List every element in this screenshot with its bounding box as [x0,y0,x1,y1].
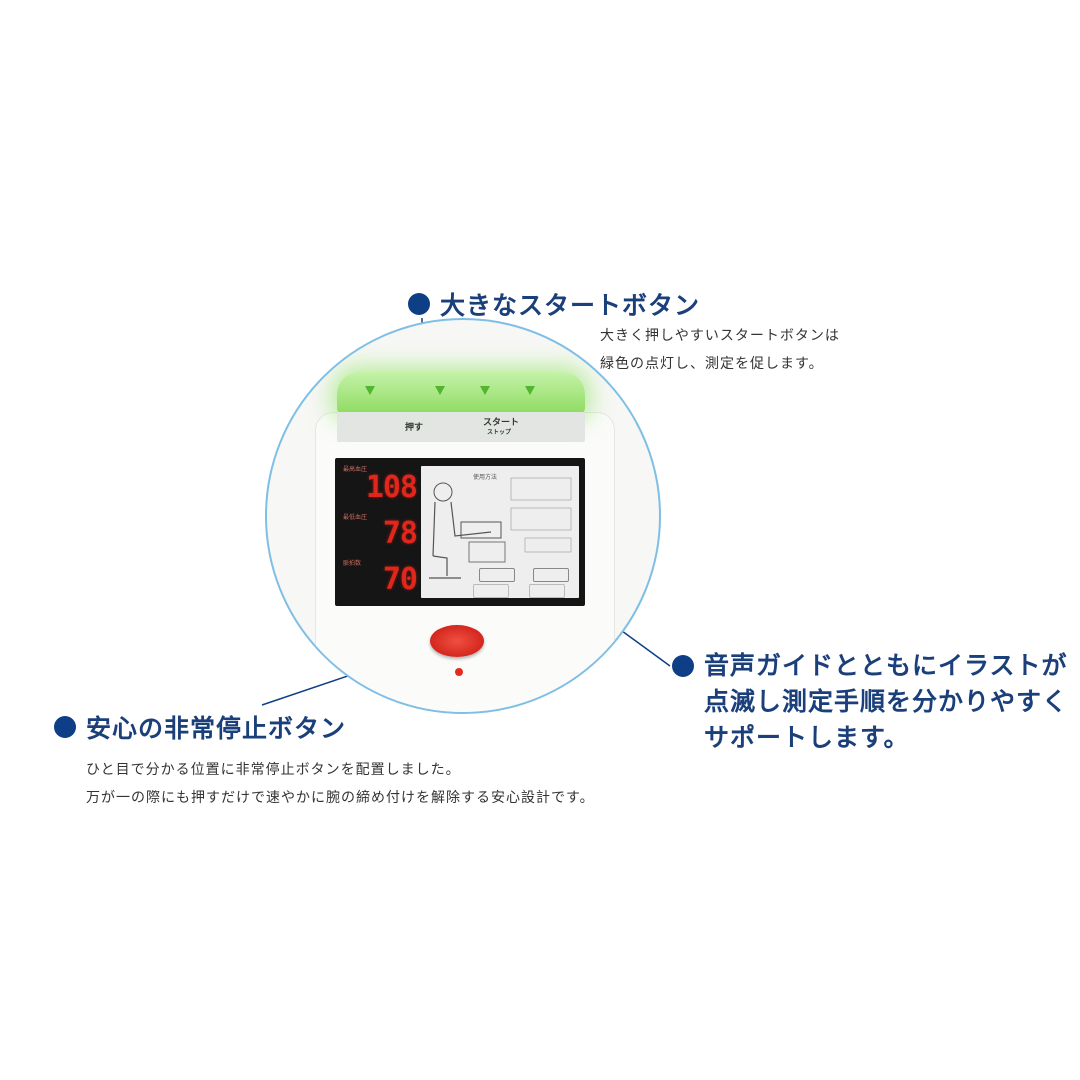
red-marker-icon [455,668,463,676]
stop-desc-line2: 万が一の際にも押すだけで速やかに腕の締め付けを解除する安心設計です。 [86,790,595,806]
arrow-down-icon [435,386,445,395]
arrow-down-icon [525,386,535,395]
emergency-stop-button [430,625,484,657]
start-button-title: 大きなスタートボタン [440,291,701,320]
start-button-heading: 大きなスタートボタン [408,286,700,322]
emergency-stop-title: 安心の非常停止ボタン [86,714,347,743]
voice-guide-heading: 音声ガイドとともにイラストが 点滅し測定手順を分かりやすく サポートします。 [672,648,1069,756]
pulse-label: 脈拍数 [343,560,362,567]
start-button-glow [337,372,585,414]
guide-mini-button [479,568,515,582]
device-screen: 最高血圧 108 最低血圧 78 脈拍数 70 使用方法 [335,458,585,606]
voice-guide-title-line3: サポートします。 [704,723,910,752]
pulse-value: 70 [382,562,418,597]
guide-illustration-icon [429,477,572,579]
emergency-stop-description: ひと目で分かる位置に非常停止ボタンを配置しました。 万が一の際にも押すだけで速や… [86,756,595,812]
diastolic-label: 最低血圧 [343,514,368,521]
guide-mini-button [473,584,509,598]
voice-guide-title-line1: 音声ガイドとともにイラストが [704,651,1068,680]
push-label: 押す [405,423,424,433]
stop-desc-line1: ひと目で分かる位置に非常停止ボタンを配置しました。 [86,762,461,778]
start-button-description: 大きく押しやすいスタートボタンは 緑色の点灯し、測定を促します。 [600,322,840,378]
readings-panel: 最高血圧 108 最低血圧 78 脈拍数 70 [339,464,419,602]
bullet-icon [672,655,694,677]
systolic-label: 最高血圧 [343,466,368,473]
arrow-down-icon [480,386,490,395]
guide-title: 使用方法 [473,474,498,481]
voice-guide-title-line2: 点滅し測定手順を分かりやすく [704,687,1069,716]
bullet-icon [54,716,76,738]
device-photo-circle: 押す スタート ストップ 最高血圧 108 最低血圧 78 脈拍数 70 使用方… [265,318,661,714]
start-desc-line1: 大きく押しやすいスタートボタンは [600,328,840,344]
guide-mini-button [529,584,565,598]
emergency-stop-heading: 安心の非常停止ボタン [54,709,346,745]
guide-illustration-panel: 使用方法 [421,466,579,598]
arrow-down-icon [365,386,375,395]
guide-mini-button [533,568,569,582]
bullet-icon [408,293,430,315]
systolic-value: 108 [365,470,418,505]
start-desc-line2: 緑色の点灯し、測定を促します。 [600,356,824,372]
diastolic-value: 78 [382,516,418,551]
voice-guide-title-line: 音声ガイドとともにイラストが [672,648,1068,684]
start-button-strip: 押す スタート ストップ [337,412,585,442]
start-label: スタート [483,418,520,428]
stop-label: ストップ [487,429,512,436]
